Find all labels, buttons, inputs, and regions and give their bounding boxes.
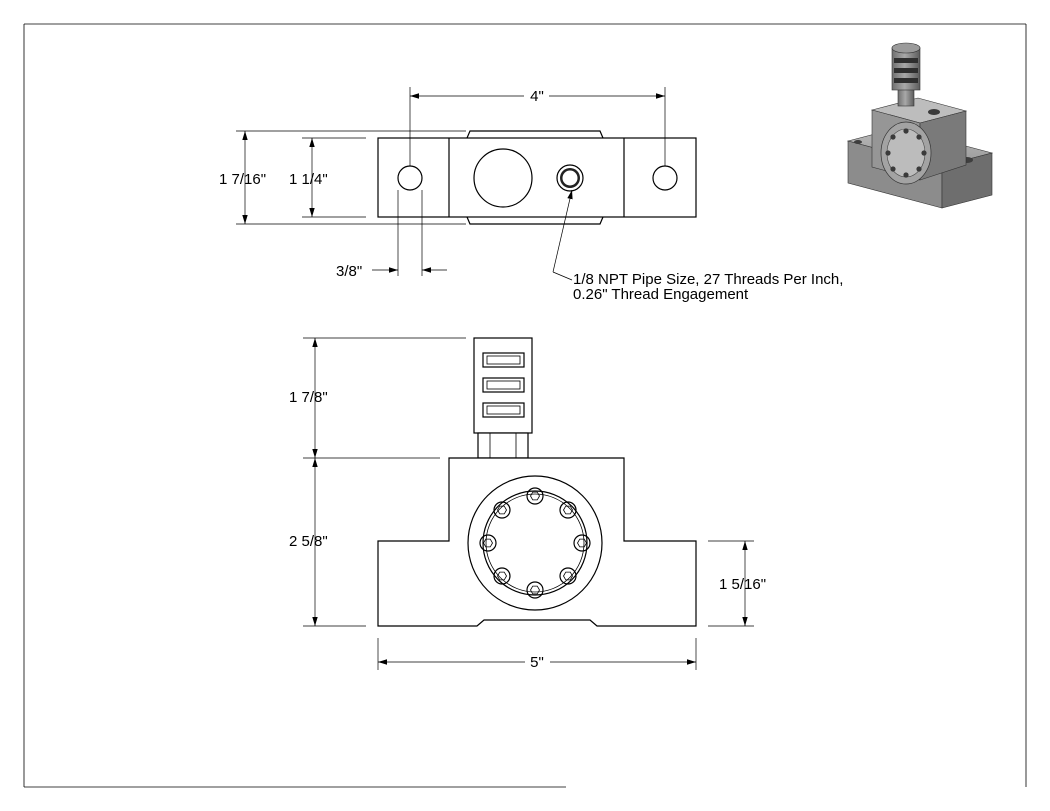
dim-overall-height-text: 1 7/16"	[219, 171, 266, 188]
muffler	[473, 337, 533, 459]
dim-hole-offset-text: 3/8"	[336, 263, 362, 280]
dim-base-width: 5"	[377, 638, 697, 671]
npt-note-line1: 1/8 NPT Pipe Size, 27 Threads Per Inch,	[573, 271, 843, 288]
dim-inner-height-text: 1 1/4"	[289, 171, 328, 188]
npt-callout: 1/8 NPT Pipe Size, 27 Threads Per Inch, …	[552, 189, 843, 303]
dim-muffler-height-text: 1 7/8"	[289, 389, 328, 406]
front-view	[377, 337, 697, 627]
dim-base-height: 1 5/16"	[708, 540, 766, 627]
sheet-border	[23, 23, 1027, 788]
dim-base-width-text: 5"	[530, 654, 544, 671]
npt-note-line2: 0.26" Thread Engagement	[573, 286, 749, 303]
end-cap-bolts	[479, 487, 591, 599]
npt-port	[556, 164, 584, 192]
dim-body-height-text: 2 5/8"	[289, 533, 328, 550]
dim-base-height-text: 1 5/16"	[719, 576, 766, 593]
dim-inner-height: 1 1/4"	[289, 137, 366, 218]
dim-hole-offset: 3/8"	[336, 190, 447, 280]
bore-circle	[473, 148, 533, 208]
dim-overall-width: 4"	[409, 87, 666, 166]
dim-overall-width-text: 4"	[530, 88, 544, 105]
pneumatic-vibrator-isometric-icon	[846, 42, 994, 209]
dim-body-height: 2 5/8"	[289, 458, 366, 627]
top-view	[377, 130, 697, 225]
dim-overall-height: 1 7/16"	[219, 130, 466, 225]
dim-muffler-height: 1 7/8"	[289, 337, 466, 459]
